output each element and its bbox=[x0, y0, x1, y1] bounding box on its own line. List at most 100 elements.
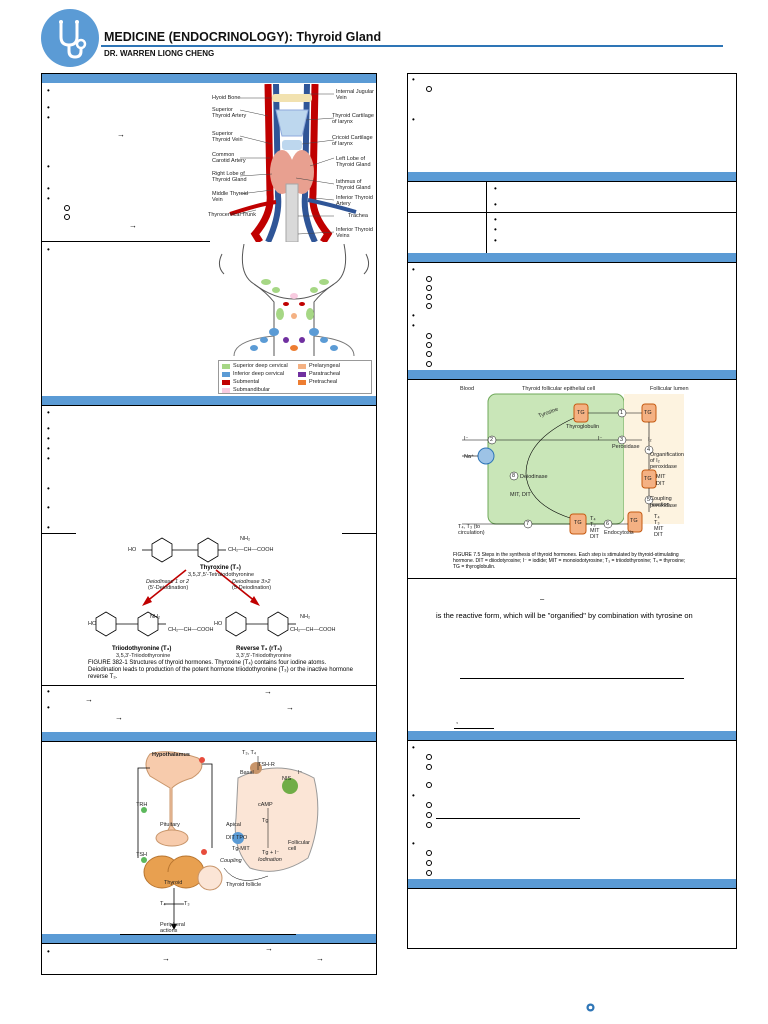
bullet: • bbox=[412, 743, 415, 752]
sub-bullet bbox=[426, 764, 432, 770]
section-divider bbox=[408, 181, 736, 182]
bullet: • bbox=[47, 444, 50, 453]
bullet: • bbox=[47, 687, 50, 696]
t4-sub: 3,5,3',5'-Tetraiodothyronine bbox=[188, 572, 255, 578]
legend-swatch bbox=[222, 380, 230, 385]
dit-label: DIT bbox=[656, 481, 665, 487]
endocytosis-label: Endocytosis bbox=[604, 530, 634, 536]
sub-bullet bbox=[426, 86, 432, 92]
deiodinase-label: Deiodinase bbox=[520, 474, 548, 480]
section-header-bar bbox=[408, 879, 736, 888]
bullet: • bbox=[494, 215, 497, 224]
tg-mit-label: Tg-MIT bbox=[232, 846, 250, 852]
step-8: 8 bbox=[512, 473, 516, 479]
sodium-label: Na⁺ bbox=[464, 454, 474, 460]
tg-label: TG bbox=[644, 410, 652, 416]
rt3-name: Reverse T₃ (rT₃) bbox=[236, 646, 282, 652]
dit-label: DIT bbox=[590, 534, 599, 540]
legend-label: Inferior deep cervical bbox=[233, 371, 285, 377]
tsh-label: TSH bbox=[136, 852, 147, 858]
section-header-bar bbox=[42, 934, 376, 943]
section-divider bbox=[42, 685, 376, 686]
sub-bullet bbox=[426, 351, 432, 357]
ho-label: HO bbox=[128, 547, 137, 553]
tg-i-label: Tg + I⁻ bbox=[262, 850, 280, 856]
amine-label: NH₂ bbox=[240, 536, 251, 542]
section-header-bar bbox=[408, 731, 736, 740]
follicle-label: Thyroid follicle bbox=[226, 882, 262, 888]
anatomy-label: Inferior Thyroid Artery bbox=[336, 195, 373, 207]
section-header-bar bbox=[42, 396, 376, 405]
section-divider bbox=[42, 741, 376, 742]
bullet: • bbox=[47, 86, 50, 95]
section-header-bar bbox=[408, 370, 736, 379]
peroxidase-label: Peroxidase bbox=[612, 444, 640, 450]
legend-swatch bbox=[222, 372, 230, 377]
section-divider bbox=[42, 405, 376, 406]
anatomy-label: Common Carotid Artery bbox=[212, 152, 246, 164]
section-divider bbox=[408, 740, 736, 741]
section-divider bbox=[42, 943, 376, 944]
t4-label: T₄ bbox=[160, 901, 166, 907]
organification-label: Organification of I₂ bbox=[650, 452, 684, 464]
legend-swatch bbox=[222, 388, 230, 393]
comma-text: , bbox=[456, 716, 459, 725]
anatomy-label: Trachea bbox=[348, 213, 368, 219]
tail-label: CH₂—CH—COOH bbox=[228, 547, 274, 553]
bullet: • bbox=[412, 115, 415, 124]
iodide-label: I⁻ bbox=[298, 770, 303, 776]
arrow-icon: → bbox=[85, 695, 93, 704]
step-6: 6 bbox=[606, 521, 610, 527]
footer-logo-icon bbox=[586, 1003, 595, 1012]
thyroid-anatomy-figure bbox=[210, 84, 376, 242]
section-divider bbox=[342, 533, 376, 534]
bullet: • bbox=[412, 839, 415, 848]
sub-bullet bbox=[64, 205, 70, 211]
lymph-node-figure bbox=[218, 244, 370, 356]
bullet: • bbox=[47, 424, 50, 433]
organified-text: is the reactive form, which will be "org… bbox=[436, 611, 693, 620]
section-header-bar bbox=[42, 74, 376, 83]
bullet: • bbox=[47, 454, 50, 463]
hpt-axis-figure bbox=[137, 751, 319, 930]
t4-name: Thyroxine (T₄) bbox=[200, 565, 241, 571]
bullet: • bbox=[47, 703, 50, 712]
sub-bullet bbox=[64, 214, 70, 220]
mit-label: MIT bbox=[654, 526, 664, 532]
section-header-bar bbox=[408, 172, 736, 181]
trh-label: TRH bbox=[136, 802, 148, 808]
apical-label: Apical bbox=[226, 822, 241, 828]
underline bbox=[454, 728, 494, 729]
nis-label: NIS bbox=[282, 776, 292, 782]
anatomy-label: Hyoid Bone bbox=[212, 95, 241, 101]
deiod-right-sub: (5-Deiodination) bbox=[232, 585, 272, 591]
bullet: • bbox=[412, 265, 415, 274]
basal-label: Basal bbox=[240, 770, 254, 776]
step-2: 2 bbox=[490, 437, 494, 443]
section-divider bbox=[408, 888, 736, 889]
sub-bullet bbox=[426, 303, 432, 309]
peroxidase-label: peroxidase bbox=[650, 464, 677, 470]
t3-label: T₃ bbox=[590, 522, 596, 528]
peroxidase-label: peroxidase bbox=[650, 503, 677, 509]
anatomy-label: Inferior Thyroid Veins bbox=[336, 227, 373, 239]
sub-bullet bbox=[426, 850, 432, 856]
figure-caption: FIGURE 382-1 Structures of thyroid hormo… bbox=[88, 660, 353, 680]
ho-label: HO bbox=[214, 621, 223, 627]
mit-label: MIT bbox=[656, 474, 666, 480]
bullet: • bbox=[47, 194, 50, 203]
underline bbox=[436, 818, 580, 819]
anatomy-label: Right Lobe of Thyroid Gland bbox=[212, 171, 247, 183]
legend-swatch bbox=[222, 364, 230, 369]
step-1: 1 bbox=[620, 410, 624, 416]
author-name: DR. WARREN LIONG CHENG bbox=[104, 49, 215, 58]
bullet: • bbox=[47, 947, 50, 956]
tg-label: Tg bbox=[262, 818, 269, 824]
iodide-label: I⁻ bbox=[598, 436, 603, 442]
t3-label: T₃ bbox=[654, 520, 660, 526]
anatomy-label: Thyrocervical Trunk bbox=[208, 212, 256, 218]
t3-name: Triiodothyronine (T₃) bbox=[112, 646, 172, 652]
bullet: • bbox=[47, 523, 50, 532]
iodination-label: Iodination bbox=[258, 857, 282, 863]
anatomy-label: Internal Jugular Vein bbox=[336, 89, 374, 101]
